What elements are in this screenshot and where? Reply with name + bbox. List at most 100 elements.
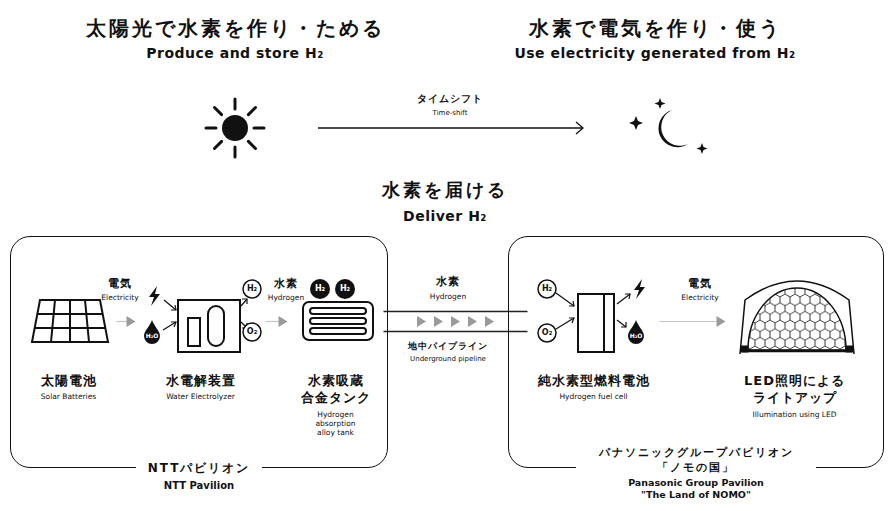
- hydrogen-tank-icon: [303, 302, 373, 340]
- fuel-cell-icon: [569, 318, 574, 323]
- label: 水素を届ける: [382, 180, 508, 201]
- label: 電気: [688, 278, 712, 291]
- hydrogen-tank-icon: [310, 308, 366, 314]
- fuel-cell-icon: [556, 293, 630, 329]
- arrow-head: [717, 316, 726, 327]
- moon-icon: [658, 110, 688, 147]
- pavilion-name-en: NTT Pavilion: [164, 479, 234, 492]
- moon-icon: [629, 98, 708, 154]
- sun-icon: [215, 141, 222, 148]
- label: 太陽光で水素を作り・ためる: [86, 17, 385, 40]
- label: O₂: [247, 327, 257, 336]
- label: 水素: [436, 276, 460, 289]
- component-node: LED照明による ライトアップ Illumination using LED: [728, 282, 862, 419]
- fuel-cell-icon: [603, 294, 605, 352]
- label: H₂: [247, 284, 257, 293]
- component-name: 水素吸蔵 合金タンク: [290, 372, 382, 407]
- arrow-head: [434, 316, 443, 327]
- electrolyzer-icon: [164, 300, 176, 310]
- electrolyzer-icon: [208, 306, 224, 346]
- component-node: 水電解装置 Water Electrolyzer: [138, 282, 264, 402]
- hydrogen-tank-icon: [303, 279, 373, 340]
- label: 地中パイプライン: [408, 341, 488, 351]
- moon-icon: [697, 143, 708, 154]
- fuel-cell-icon: [556, 318, 574, 329]
- component-name-en: Illumination using LED: [728, 410, 862, 419]
- electrolyzer-icon: [188, 318, 200, 346]
- flow-arrow: [117, 316, 136, 327]
- component-name: 太陽電池: [23, 372, 115, 390]
- time-shift-arrow: [318, 127, 583, 128]
- pipe-wall: [384, 331, 528, 332]
- electrolyzer-icon: [242, 299, 247, 304]
- hydrogen-tank-icon: [310, 318, 366, 324]
- label: Underground pipeline: [410, 355, 486, 363]
- component-node: 水素吸蔵 合金タンクHydrogen absorption alloy tank: [290, 282, 382, 438]
- pavilion-name: パナソニックグループパビリオン 「ノモの国」: [576, 445, 816, 475]
- label: Deliver H₂: [403, 208, 487, 224]
- fuel-cell-icon: [569, 301, 574, 306]
- pavilion-name-en: "The Land of NOMO": [641, 489, 751, 501]
- led-dome-icon: [740, 281, 854, 354]
- component-name-en: Solar Batteries: [23, 392, 115, 401]
- electrolyzer-icon: [241, 299, 247, 306]
- arrow-head: [127, 316, 136, 327]
- electrolyzer-icon: [163, 322, 176, 330]
- fuel-cell-icon: [617, 320, 626, 327]
- flow-arrow: [266, 316, 288, 327]
- fuel-cell-icon: [556, 293, 574, 306]
- sun-icon: [254, 127, 264, 130]
- component-name: LED照明による ライトアップ: [728, 372, 862, 407]
- hydrogen-tank-icon: [310, 279, 330, 299]
- component-node: 純水素型燃料電池Hydrogen fuel cell: [530, 282, 658, 402]
- solar-panel-icon: [69, 300, 71, 342]
- time-shift-arrow: [576, 122, 583, 134]
- sun-icon: [234, 99, 237, 109]
- component-name: 水電解装置: [138, 372, 264, 390]
- pipeline-connector: [384, 312, 528, 332]
- sun-icon: [206, 127, 216, 130]
- label: Produce and store H₂: [146, 45, 324, 61]
- sun-icon: [215, 108, 222, 115]
- pavilion-name-en: Panasonic Group Pavilion: [628, 477, 764, 489]
- fuel-cell-icon: [625, 294, 630, 299]
- hydrogen-tank-icon: [310, 328, 366, 334]
- led-dome-icon: [742, 350, 852, 353]
- fuel-cell-icon: [538, 279, 645, 352]
- label: Hydrogen: [268, 294, 304, 303]
- pavilion-caption: NTTパビリオン NTT Pavilion: [11, 460, 387, 492]
- electrolyzer-icon: [171, 305, 176, 310]
- component-name-en: Water Electrolyzer: [138, 392, 264, 401]
- label: Hydrogen: [430, 293, 466, 302]
- flow-line: [117, 321, 127, 322]
- arrow-head: [451, 316, 460, 327]
- fuel-cell-icon: [538, 280, 556, 298]
- label: 電気: [108, 278, 132, 291]
- component-node: 太陽電池 Solar Batteries: [23, 282, 115, 402]
- label: H₂: [542, 284, 552, 293]
- label: H₂O: [630, 333, 643, 340]
- label: H₂: [340, 284, 350, 293]
- label: Time-shift: [433, 109, 468, 117]
- fuel-cell-icon: [538, 324, 556, 342]
- pavilion-box: NTTパビリオンNTT Pavilion太陽電池Solar Batteries水…: [10, 236, 388, 468]
- fuel-cell-icon: [578, 294, 614, 352]
- led-dome-icon: [741, 346, 748, 352]
- arrow-head: [279, 316, 288, 327]
- electrolyzer-icon: [149, 286, 160, 306]
- arrow-head: [417, 316, 426, 327]
- electrolyzer-icon: [163, 299, 247, 330]
- solar-panel-icon: [51, 300, 55, 342]
- label: H₂O: [146, 333, 159, 340]
- pavilion-name: NTTパビリオン: [136, 460, 263, 476]
- solar-panel-icon: [85, 300, 89, 342]
- pavilion-caption: パナソニックグループパビリオン 「ノモの国」 Panasonic Group Pa…: [509, 445, 883, 501]
- sun-icon: [234, 147, 237, 157]
- flow-line: [266, 321, 279, 322]
- label: Use electricity generated from H₂: [514, 45, 795, 61]
- electrolyzer-icon: [144, 280, 261, 352]
- electrolyzer-icon: [243, 323, 261, 341]
